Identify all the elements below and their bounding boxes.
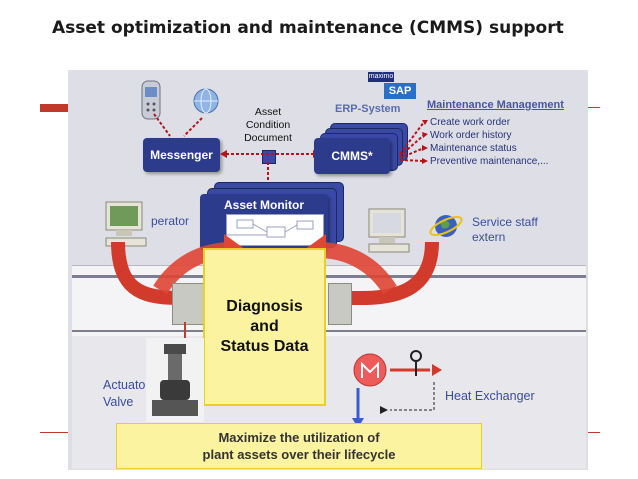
acd-line-2: Condition bbox=[245, 119, 291, 131]
signal-line-1 bbox=[184, 322, 186, 340]
maximo-logo: maximo bbox=[368, 72, 394, 82]
mm-item: Work order history bbox=[430, 130, 512, 141]
divider-line-right bbox=[586, 107, 600, 108]
sap-logo: SAP bbox=[384, 83, 416, 99]
service-computer-icon bbox=[367, 207, 411, 255]
service-staff-line-2: extern bbox=[472, 230, 506, 244]
asset-condition-document: Asset Condition Document bbox=[236, 106, 300, 145]
bus-line-bottom bbox=[72, 330, 586, 332]
mobile-phone-icon bbox=[140, 80, 162, 120]
operator-label: perator bbox=[151, 214, 190, 228]
diagnosis-status-box: Diagnosis and Status Data bbox=[203, 248, 326, 406]
accent-bar-left bbox=[40, 104, 70, 112]
slide-title: Asset optimization and maintenance (CMMS… bbox=[52, 18, 564, 38]
service-staff-line-1: Service staff bbox=[472, 215, 538, 229]
mm-item: Preventive maintenance,... bbox=[430, 156, 549, 167]
process-lines bbox=[352, 350, 442, 428]
bottom-message-line-1: Maximize the utilization of bbox=[218, 430, 380, 445]
divider-line-bottom-right bbox=[586, 432, 600, 433]
maintenance-management-title: Maintenance Management bbox=[427, 99, 564, 111]
cmms-label: CMMS* bbox=[331, 149, 373, 163]
messenger-box: Messenger bbox=[143, 138, 220, 172]
mm-item: Maintenance status bbox=[430, 143, 517, 154]
actuator-line: Actuato bbox=[103, 378, 146, 392]
asset-monitor-box: Asset Monitor bbox=[200, 194, 328, 250]
asset-monitor-screen bbox=[226, 214, 324, 246]
asset-monitor-label: Asset Monitor bbox=[224, 198, 305, 212]
messenger-label: Messenger bbox=[150, 148, 213, 162]
heat-exchanger-label: Heat Exchanger bbox=[445, 389, 535, 403]
erp-system-label: ERP-System bbox=[335, 103, 401, 115]
cmms-box: CMMS* bbox=[314, 138, 390, 174]
internet-globe-icon bbox=[193, 88, 219, 114]
controller-left-icon bbox=[172, 283, 204, 325]
cmms-list-arrows bbox=[399, 120, 428, 164]
mm-item: Create work order bbox=[430, 117, 511, 128]
maintenance-management-list: Create work order Work order history Mai… bbox=[430, 116, 548, 168]
controller-right-icon bbox=[328, 283, 352, 325]
bus-line-top bbox=[72, 275, 586, 278]
actuator-valve-image bbox=[146, 338, 204, 422]
acd-line-3: Document bbox=[244, 132, 292, 144]
messenger-link-arrows bbox=[153, 113, 203, 137]
diagnosis-line-2: and bbox=[250, 318, 279, 335]
acd-line-1: Asset bbox=[254, 106, 282, 118]
heat-exchanger-icon bbox=[352, 352, 388, 388]
operator-computer-icon bbox=[104, 200, 148, 250]
messenger-cmms-arrow bbox=[220, 150, 320, 158]
actuator-valve-label: Actuato Valve bbox=[103, 377, 145, 411]
bottom-message-box: Maximize the utilization of plant assets… bbox=[116, 423, 482, 469]
diagnosis-line-3: Status Data bbox=[220, 338, 309, 355]
service-globe-icon bbox=[428, 208, 464, 244]
valve-line: Valve bbox=[103, 395, 134, 409]
bottom-message-line-2: plant assets over their lifecycle bbox=[202, 447, 396, 462]
diagnosis-line-1: Diagnosis bbox=[226, 298, 303, 315]
divider-line-bottom-left bbox=[40, 432, 70, 433]
service-staff-label: Service staff extern bbox=[472, 215, 538, 245]
